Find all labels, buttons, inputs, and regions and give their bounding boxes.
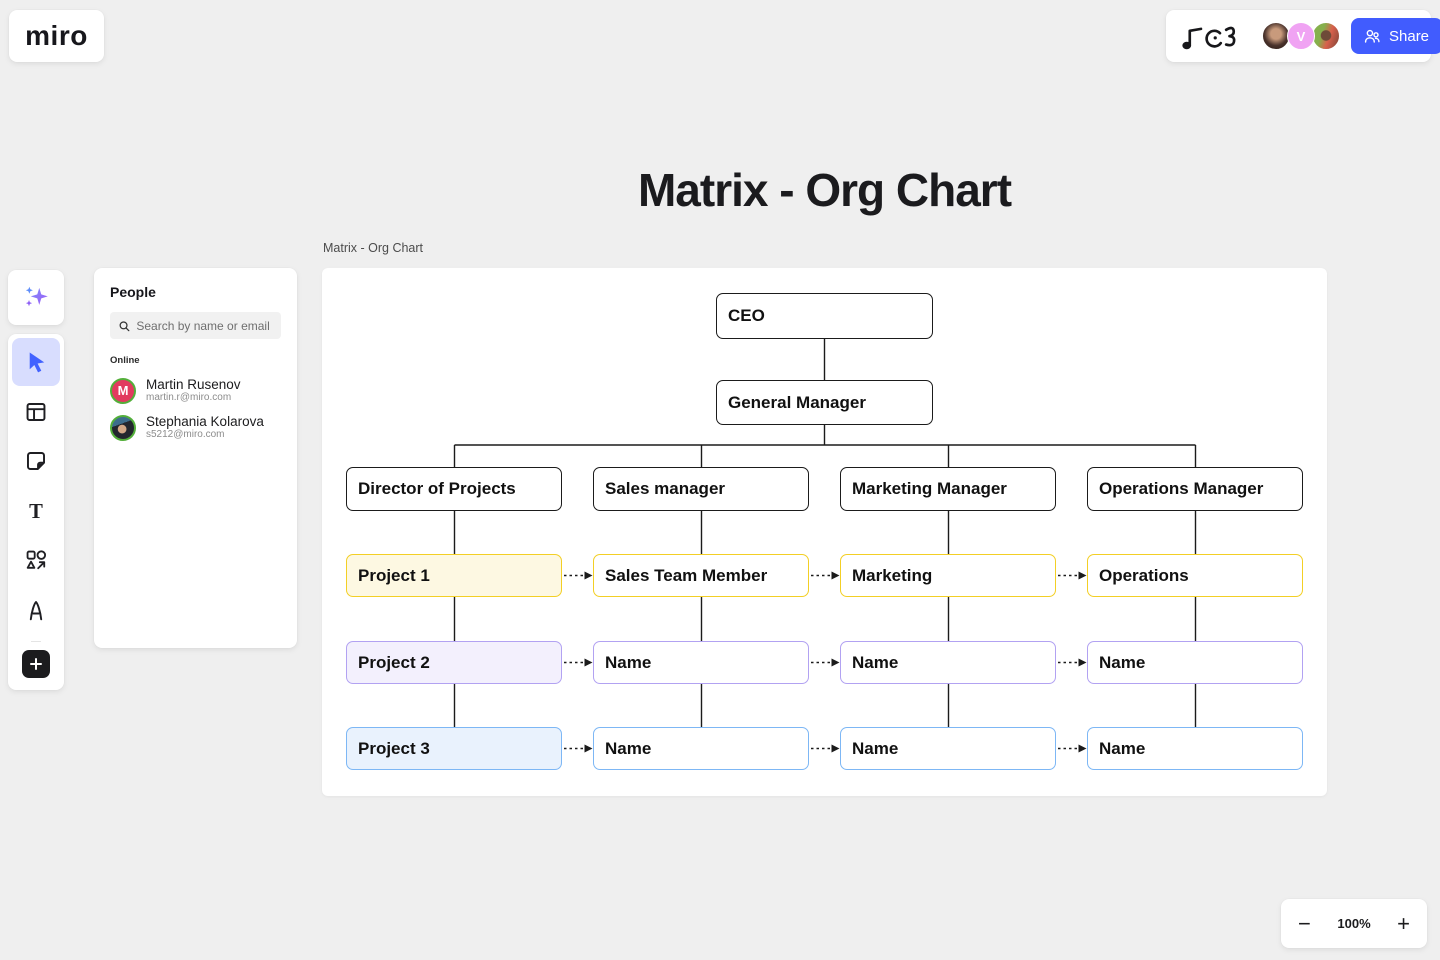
toolbar-divider bbox=[31, 641, 41, 642]
add-tool-button[interactable] bbox=[22, 650, 50, 678]
topbar: V Share bbox=[1166, 10, 1440, 62]
templates-tool[interactable] bbox=[12, 388, 60, 436]
frame-label[interactable]: Matrix - Org Chart bbox=[323, 241, 424, 255]
select-tool[interactable] bbox=[12, 338, 60, 386]
zoom-controls: − 100% + bbox=[1281, 899, 1427, 948]
share-label: Share bbox=[1389, 27, 1430, 45]
ai-tool-card bbox=[8, 270, 64, 325]
user-row-martin[interactable]: M Martin Rusenov martin.r@miro.com bbox=[94, 372, 297, 409]
people-panel: People Online M Martin Rusenov martin.r@… bbox=[94, 268, 297, 648]
zoom-in-button[interactable]: + bbox=[1397, 910, 1410, 936]
avatar-martin: M bbox=[110, 377, 136, 404]
node-name[interactable]: Name bbox=[1087, 641, 1303, 684]
user-name: Martin Rusenov bbox=[146, 377, 241, 392]
node-sales-manager[interactable]: Sales manager bbox=[593, 467, 809, 511]
text-t-icon: T bbox=[29, 501, 43, 523]
search-icon bbox=[119, 320, 130, 331]
collaborator-avatars: V bbox=[1262, 22, 1340, 50]
user-email: martin.r@miro.com bbox=[146, 392, 232, 403]
node-name[interactable]: Name bbox=[840, 727, 1056, 770]
node-general-manager[interactable]: General Manager bbox=[716, 380, 933, 425]
node-ceo[interactable]: CEO bbox=[716, 293, 933, 339]
toolbar-card: T bbox=[8, 334, 64, 690]
svg-text:T: T bbox=[29, 501, 43, 523]
pen-nib-icon bbox=[29, 600, 43, 620]
miro-logo[interactable]: miro bbox=[25, 20, 88, 51]
org-chart-connectors bbox=[453, 339, 1197, 753]
node-name[interactable]: Name bbox=[840, 641, 1056, 684]
avatar[interactable] bbox=[1262, 22, 1290, 50]
sticky-note-tool[interactable] bbox=[12, 437, 60, 485]
node-project-3[interactable]: Project 3 bbox=[346, 727, 562, 770]
node-operations[interactable]: Operations bbox=[1087, 554, 1303, 597]
plus-icon bbox=[30, 658, 42, 670]
node-marketing[interactable]: Marketing bbox=[840, 554, 1056, 597]
sticky-note-icon bbox=[27, 452, 45, 470]
avatar-stephania bbox=[110, 414, 136, 441]
node-project-2[interactable]: Project 2 bbox=[346, 641, 562, 684]
avatar-initial: V bbox=[1296, 28, 1306, 44]
node-operations-manager[interactable]: Operations Manager bbox=[1087, 467, 1303, 511]
node-name[interactable]: Name bbox=[593, 641, 809, 684]
avatar[interactable] bbox=[1312, 22, 1340, 50]
user-row-stephania[interactable]: Stephania Kolarova s5212@miro.com bbox=[94, 409, 297, 446]
user-name: Stephania Kolarova bbox=[146, 414, 264, 429]
node-name[interactable]: Name bbox=[593, 727, 809, 770]
node-marketing-manager[interactable]: Marketing Manager bbox=[840, 467, 1056, 511]
share-people-icon bbox=[1364, 29, 1380, 43]
online-section-label: Online bbox=[110, 355, 140, 366]
shapes-tool[interactable] bbox=[12, 536, 60, 584]
doodle-drawing[interactable] bbox=[1178, 17, 1242, 55]
org-chart-frame[interactable]: CEO General Manager Director of Projects… bbox=[322, 268, 1327, 796]
node-sales-team-member[interactable]: Sales Team Member bbox=[593, 554, 809, 597]
zoom-level[interactable]: 100% bbox=[1337, 916, 1371, 931]
text-tool[interactable]: T bbox=[12, 487, 60, 535]
node-name[interactable]: Name bbox=[1087, 727, 1303, 770]
pen-tool[interactable] bbox=[12, 586, 60, 634]
layout-frame-icon bbox=[26, 402, 46, 421]
app-logo-card[interactable]: miro bbox=[9, 10, 104, 62]
cursor-icon bbox=[29, 352, 45, 373]
share-button[interactable]: Share bbox=[1351, 18, 1440, 54]
avatar[interactable]: V bbox=[1287, 22, 1315, 50]
board-title-text[interactable]: Matrix - Org Chart bbox=[637, 164, 1012, 216]
node-director-of-projects[interactable]: Director of Projects bbox=[346, 467, 562, 511]
zoom-out-button[interactable]: − bbox=[1298, 910, 1311, 936]
ai-assist-tool[interactable] bbox=[12, 273, 60, 321]
sparkles-icon bbox=[25, 286, 48, 306]
user-email: s5212@miro.com bbox=[146, 429, 225, 440]
people-search-input[interactable] bbox=[136, 318, 273, 333]
shapes-icon bbox=[26, 550, 47, 570]
people-search[interactable] bbox=[110, 312, 281, 339]
people-panel-title: People bbox=[110, 284, 156, 300]
node-project-1[interactable]: Project 1 bbox=[346, 554, 562, 597]
avatar-initial: M bbox=[117, 383, 129, 398]
